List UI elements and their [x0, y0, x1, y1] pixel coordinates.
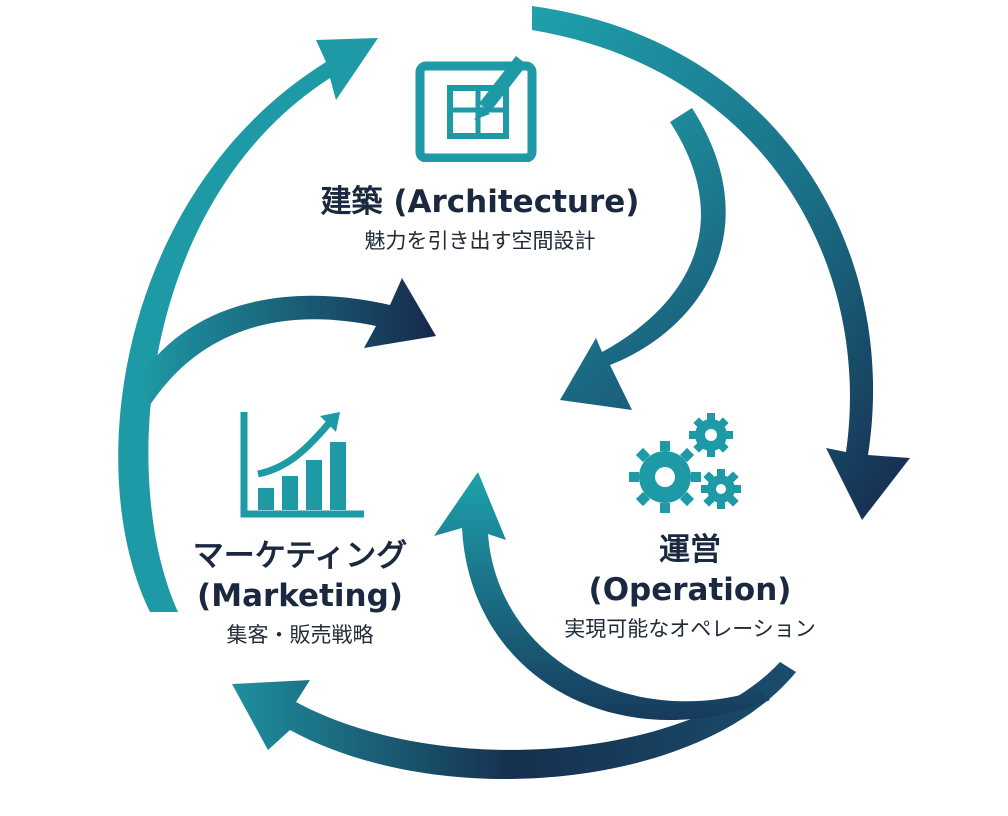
- architecture-subtitle: 魅力を引き出す空間設計: [364, 229, 596, 253]
- blueprint-icon: [415, 56, 537, 162]
- arrow-inner-left: [138, 278, 436, 405]
- marketing-node: マーケティング (Marketing) 集客・販売戦略: [90, 536, 510, 650]
- arrow-right-outer: [532, 6, 910, 520]
- marketing-title-line2: (Marketing): [197, 578, 403, 614]
- marketing-title-line1: マーケティング: [192, 538, 408, 574]
- architecture-title: 建築 (Architecture): [320, 184, 640, 220]
- arrow-bottom-outer: [232, 662, 796, 779]
- growth-chart-icon: [240, 412, 364, 518]
- operation-node: 運営 (Operation) 実現可能なオペレーション: [480, 530, 900, 644]
- arrow-inner-right: [560, 108, 726, 410]
- arrow-left-outer: [118, 38, 378, 612]
- operation-title-line1: 運営: [659, 532, 721, 568]
- arrow-inner-bottom: [434, 472, 770, 721]
- operation-subtitle: 実現可能なオペレーション: [564, 617, 816, 641]
- architecture-node: 建築 (Architecture) 魅力を引き出す空間設計: [230, 182, 730, 256]
- operation-title-line2: (Operation): [588, 572, 792, 608]
- gears-icon: [629, 413, 741, 513]
- marketing-subtitle: 集客・販売戦略: [226, 623, 374, 647]
